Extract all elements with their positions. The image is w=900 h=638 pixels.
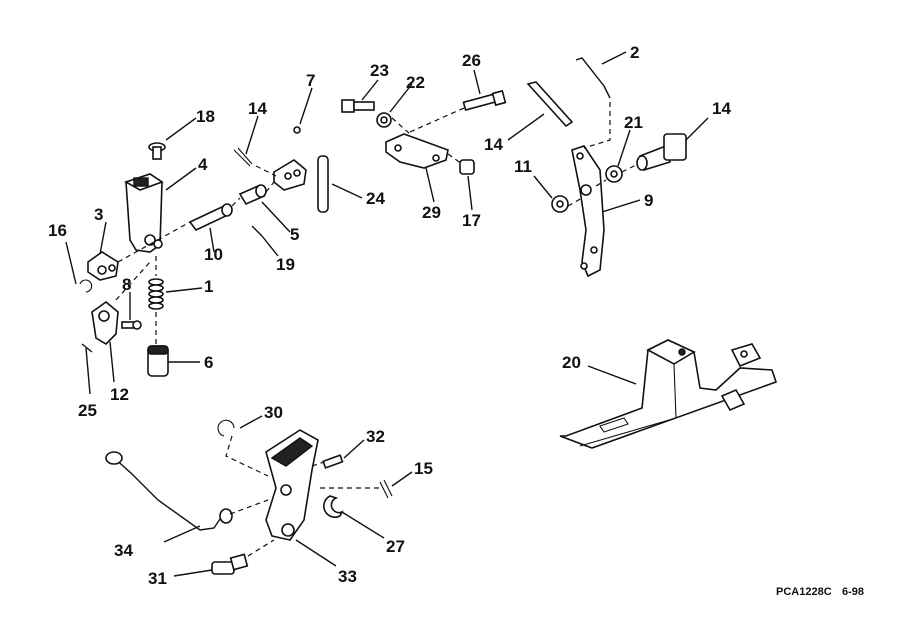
callout-7: 7 (306, 71, 315, 90)
part-4-housing (124, 173, 164, 253)
diagram-date: 6-98 (842, 586, 864, 598)
callout-1: 1 (204, 277, 213, 296)
callout-20: 20 (562, 353, 581, 372)
part-10-rod (188, 203, 233, 232)
callout-14-left: 14 (248, 99, 267, 118)
leader-lines (65, 51, 709, 577)
part-15-clip (379, 479, 393, 499)
alignment-lines (115, 102, 639, 557)
part-3-bracket (87, 251, 119, 281)
callout-14-center: 14 (484, 135, 503, 154)
part-8-screw (121, 320, 142, 330)
part-7-block (273, 126, 307, 191)
callout-11: 11 (514, 157, 532, 176)
callout-17: 17 (462, 211, 481, 230)
callout-22: 22 (406, 73, 425, 92)
part-31-bolt (211, 553, 249, 575)
part-14-cotter-pin-left (233, 147, 253, 167)
part-14-shoulder-bolt (636, 133, 687, 172)
callout-21: 21 (624, 113, 643, 132)
part-11-nut (551, 195, 569, 213)
callout-19: 19 (276, 255, 295, 274)
part-22-nut (376, 112, 392, 128)
part-25-pin (81, 343, 93, 353)
part-33-lever (265, 429, 319, 541)
callout-15: 15 (414, 459, 433, 478)
part-16-clip (79, 279, 93, 293)
callout-18: 18 (196, 107, 215, 126)
callout-labels: 18 4 3 16 1 8 6 12 25 10 5 19 14 7 24 23… (48, 43, 864, 598)
part-5-bushing (238, 184, 267, 206)
callout-6: 6 (204, 353, 213, 372)
part-20-plate (559, 339, 778, 449)
callout-26: 26 (462, 51, 481, 70)
callout-32: 32 (366, 427, 385, 446)
callout-3: 3 (94, 205, 103, 224)
callout-4: 4 (198, 155, 208, 174)
callout-8: 8 (122, 275, 131, 294)
part-24-pin (317, 155, 329, 213)
part-1-spring (148, 278, 164, 310)
callout-24: 24 (366, 189, 385, 208)
part-29-bracket (385, 133, 449, 169)
part-23-bolt (341, 99, 375, 113)
callout-34: 34 (114, 541, 133, 560)
part-2-link-rod (575, 57, 611, 99)
part-14-cable (526, 81, 574, 128)
callout-30: 30 (264, 403, 283, 422)
part-18-screw (148, 142, 166, 160)
callout-27: 27 (386, 537, 405, 556)
callout-23: 23 (370, 61, 389, 80)
callout-25: 25 (78, 401, 97, 420)
part-27-half-ring (323, 495, 344, 518)
callout-9: 9 (644, 191, 653, 210)
callout-14-right: 14 (712, 99, 731, 118)
part-26-bolt (462, 89, 507, 111)
part-21-washer (605, 165, 623, 183)
callout-33: 33 (338, 567, 357, 586)
part-30-ring (217, 419, 235, 437)
callout-5: 5 (290, 225, 299, 244)
part-6-cap (147, 345, 169, 377)
callout-12: 12 (110, 385, 129, 404)
part-19-pin (251, 225, 263, 237)
callout-29: 29 (422, 203, 441, 222)
callout-16: 16 (48, 221, 67, 240)
diagram-code: PCA1228C (776, 586, 832, 598)
callout-31: 31 (148, 569, 167, 588)
part-9-arm (571, 145, 605, 278)
callout-10: 10 (204, 245, 223, 264)
part-32-pin (322, 454, 344, 469)
part-34-rod (105, 451, 233, 531)
callout-2: 2 (630, 43, 639, 62)
part-17-bushing (459, 159, 475, 175)
part-12-lever (91, 300, 119, 346)
